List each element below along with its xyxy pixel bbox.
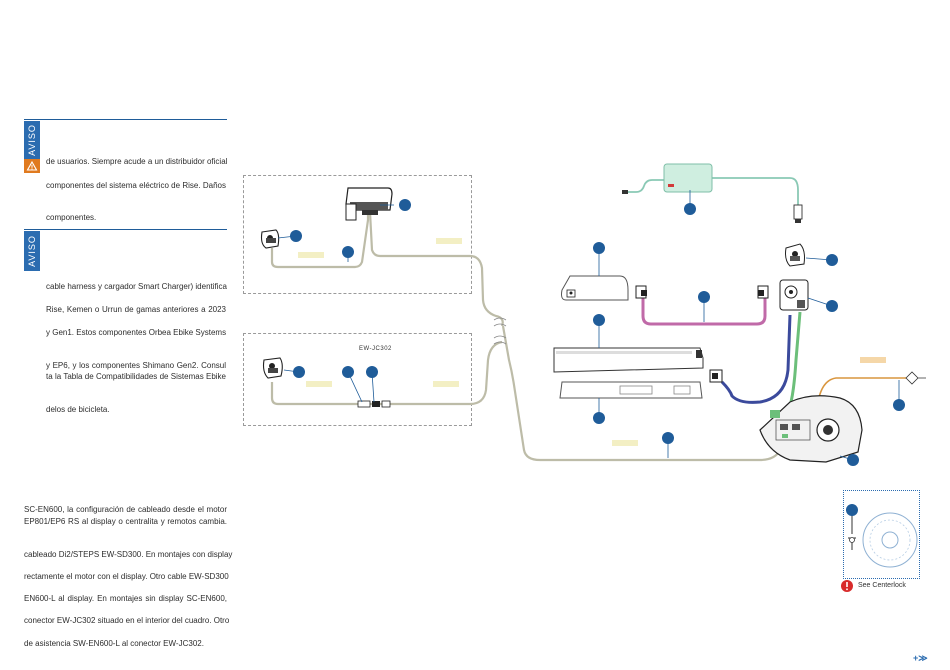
cable	[270, 340, 503, 406]
battery-cable	[641, 298, 767, 326]
remote-switch	[262, 357, 283, 379]
battery-connector	[757, 285, 769, 299]
label-tag	[433, 381, 459, 387]
aviso-tab: AVISO	[24, 121, 40, 159]
label-tag	[298, 252, 324, 258]
body-text-line: SC-EN600, la configuración de cableado d…	[24, 505, 227, 514]
callout-marker	[342, 246, 354, 258]
callout-marker	[290, 230, 302, 242]
rotor-detail-box	[843, 490, 920, 579]
speed-sensor	[779, 279, 809, 311]
aviso-text-line: y EP6, y los componentes Shimano Gen2. C…	[46, 361, 226, 370]
battery-cable	[720, 314, 792, 404]
callout-marker	[698, 291, 710, 303]
label-tag	[860, 357, 886, 363]
aviso-top-rule	[24, 229, 227, 230]
aviso-top-rule	[24, 119, 227, 120]
aviso-text-line: ta la Tabla de Compatibilidades de Siste…	[46, 372, 226, 381]
battery	[553, 347, 704, 373]
aviso-text-line: de usuarios. Siempre acude a un distribu…	[46, 157, 228, 166]
junction-connector	[357, 400, 391, 408]
charger-plug	[793, 204, 803, 223]
junction-label: EW-JC302	[359, 346, 392, 352]
aviso-tab: AVISO	[24, 231, 40, 271]
cable	[501, 325, 781, 462]
light-connector	[905, 371, 926, 385]
label-tag	[436, 238, 462, 244]
charger-cable	[712, 177, 799, 205]
callout-marker	[593, 314, 605, 326]
label-tag	[306, 381, 332, 387]
no-display-wiring-box	[243, 333, 472, 426]
rotor-sensor	[848, 515, 856, 550]
callout-marker	[662, 432, 674, 444]
next-page-button[interactable]: +≫	[913, 653, 928, 663]
remote-switch	[260, 229, 280, 249]
callout-marker	[846, 504, 858, 516]
body-text-line: cableado Di2/STEPS EW-SD300. En montajes…	[24, 550, 233, 559]
charge-port	[561, 275, 629, 301]
callout-marker	[593, 412, 605, 424]
body-text-line: EP801/EP6 RS al display o centralita y r…	[24, 517, 227, 526]
callout-markers	[290, 199, 905, 516]
battery-connector	[709, 369, 723, 383]
warning-icon	[24, 159, 40, 173]
callout-marker	[593, 242, 605, 254]
body-text-line: rectamente el motor con el display. Otro…	[24, 572, 229, 581]
see-centerlock-note: See Centerlock	[858, 582, 906, 589]
callout-marker	[399, 199, 411, 211]
cable-break	[493, 335, 507, 345]
leader-line	[277, 190, 900, 515]
remote-switch	[785, 243, 805, 267]
callout-marker	[684, 203, 696, 215]
callout-marker	[293, 366, 305, 378]
display-wiring-box	[243, 175, 472, 294]
body-text-line: de asistencia SW-EN600-L al conector EW-…	[24, 639, 204, 648]
aviso-text-line: cable harness y cargador Smart Charger) …	[46, 282, 227, 291]
motor-unit	[759, 395, 863, 463]
body-text-line: EN600-L al display. En montajes sin disp…	[24, 594, 227, 603]
charger	[622, 163, 713, 194]
cable	[270, 212, 370, 269]
aviso-text-line: componentes del sistema eléctrico de Ris…	[46, 181, 226, 190]
rotor-disc	[862, 512, 918, 568]
aviso-text-line: y Gen1. Estos componentes Orbea Ebike Sy…	[46, 328, 227, 337]
body-text-line: conector EW-JC302 situado en el interior…	[24, 616, 230, 625]
display-unit	[345, 187, 393, 221]
label-tag	[612, 440, 638, 446]
aviso-text-line: Rise, Kemen o Urrun de gamas anteriores …	[46, 305, 226, 314]
battery-cover	[559, 381, 703, 399]
battery-connector	[635, 285, 647, 299]
callout-marker	[342, 366, 354, 378]
aviso-text-line: componentes.	[46, 213, 97, 222]
charger-cable	[626, 179, 664, 193]
cable	[368, 211, 504, 327]
callout-marker	[826, 254, 838, 266]
callout-marker	[826, 300, 838, 312]
aviso-text-line: delos de bicicleta.	[46, 405, 110, 414]
callout-marker	[366, 366, 378, 378]
callout-marker	[893, 399, 905, 411]
cable-break	[493, 317, 507, 327]
callout-marker	[847, 454, 859, 466]
alert-icon	[841, 580, 853, 592]
